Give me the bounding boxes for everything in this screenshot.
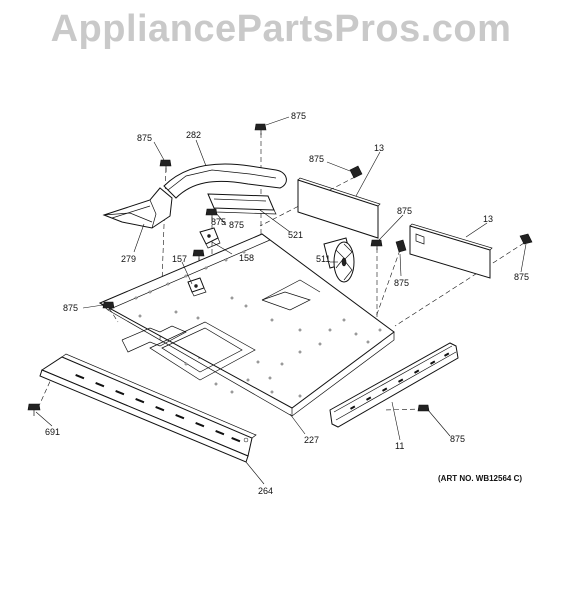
right-panel bbox=[409, 223, 493, 279]
screw-875-b bbox=[254, 123, 267, 135]
label-875-b: 875 bbox=[291, 111, 306, 121]
label-875-j: 875 bbox=[450, 434, 465, 444]
screw-875-g bbox=[395, 239, 407, 253]
label-157: 157 bbox=[172, 254, 187, 264]
screw-875-c bbox=[349, 165, 363, 179]
label-511: 511 bbox=[316, 254, 330, 264]
label-691: 691 bbox=[45, 427, 60, 437]
watermark-logo: AppliancePartsPros.com bbox=[50, 8, 512, 50]
label-11: 11 bbox=[395, 441, 404, 451]
left-panel bbox=[297, 177, 381, 239]
screw-875-i bbox=[102, 301, 115, 309]
label-282: 282 bbox=[186, 130, 201, 140]
screw-875-h bbox=[519, 233, 533, 245]
side-rail bbox=[329, 342, 459, 428]
callout-labels: 875 282 875 875 13 13 875 279 875 521 87… bbox=[45, 111, 529, 496]
fan bbox=[323, 237, 355, 283]
label-13-a: 13 bbox=[374, 143, 384, 153]
label-158: 158 bbox=[239, 253, 254, 263]
bracket-158 bbox=[199, 227, 221, 249]
screw-875-e bbox=[192, 249, 205, 260]
label-875-g: 875 bbox=[394, 278, 409, 288]
panel-holes bbox=[134, 250, 382, 398]
label-13-b: 13 bbox=[483, 214, 493, 224]
heat-shield bbox=[207, 193, 277, 215]
label-521: 521 bbox=[288, 230, 303, 240]
bracket-157 bbox=[187, 277, 207, 297]
trim-slots bbox=[75, 374, 241, 443]
label-279: 279 bbox=[121, 254, 136, 264]
label-875-h: 875 bbox=[514, 272, 529, 282]
exhaust-duct bbox=[102, 163, 287, 229]
label-875-i: 875 bbox=[63, 303, 78, 313]
screw-875-j bbox=[417, 404, 430, 412]
screws bbox=[27, 123, 533, 416]
label-875-f: 875 bbox=[397, 206, 412, 216]
screw-875-d bbox=[205, 208, 218, 219]
art-number: (ART NO. WB12564 C) bbox=[438, 474, 522, 483]
label-875-a: 875 bbox=[137, 133, 152, 143]
screw-691 bbox=[27, 403, 41, 416]
screw-875-f bbox=[370, 239, 383, 250]
rail-slots bbox=[350, 352, 450, 410]
screw-875-a bbox=[159, 159, 172, 172]
front-trim-strip bbox=[39, 353, 257, 463]
bottom-panel bbox=[98, 233, 395, 417]
label-875-d: 875 bbox=[229, 220, 244, 230]
label-227: 227 bbox=[304, 435, 319, 445]
label-875-e: 875 bbox=[211, 217, 226, 227]
leader-lines bbox=[35, 116, 527, 485]
label-264: 264 bbox=[258, 486, 273, 496]
label-875-c: 875 bbox=[309, 154, 324, 164]
